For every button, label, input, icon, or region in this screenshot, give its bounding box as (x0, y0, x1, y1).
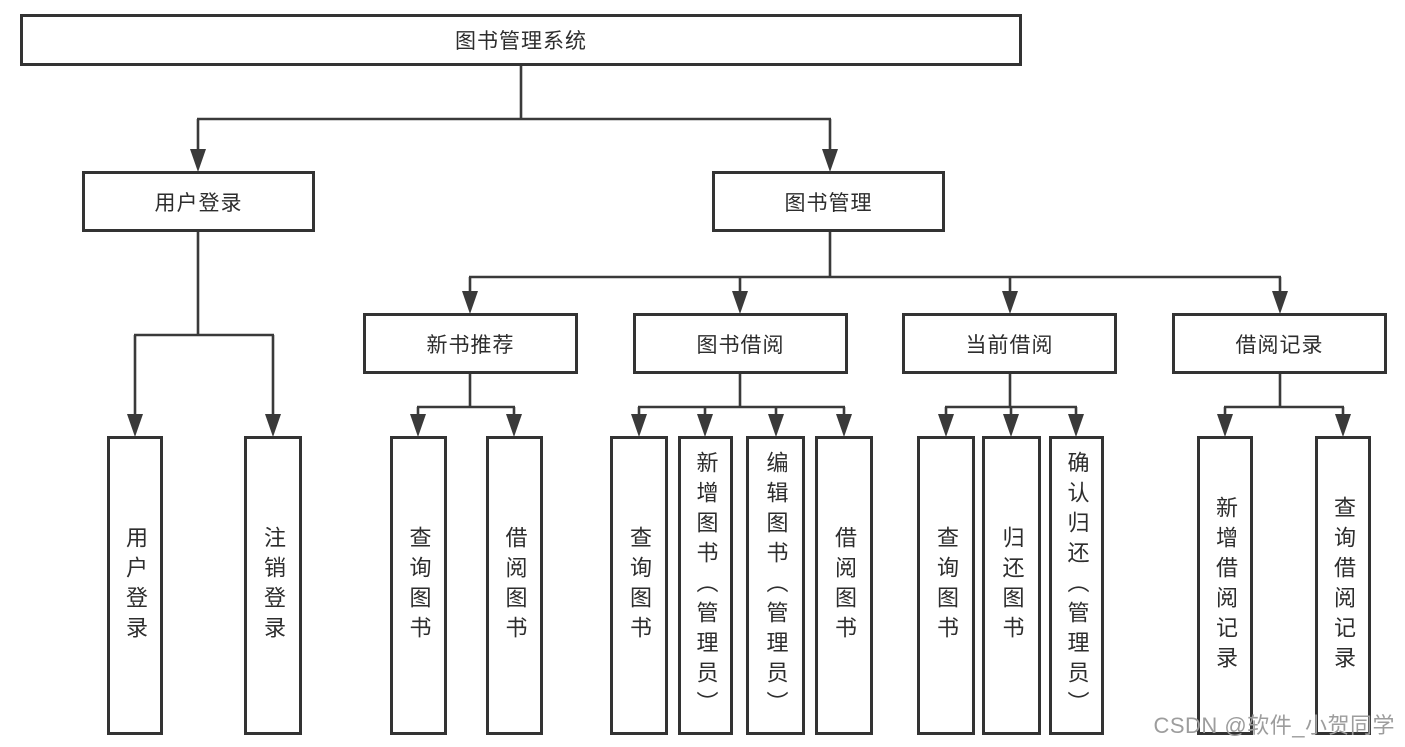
node-book-management: 图书管理 (712, 171, 945, 232)
node-new-book-recommend: 新书推荐 (363, 313, 578, 374)
connector-root-to-level2 (190, 66, 838, 172)
arrowhead-icon (190, 149, 206, 172)
node-label: 新书推荐 (426, 333, 515, 357)
arrowhead-icon (127, 414, 143, 437)
leaf-user-login: 用户登录 (107, 436, 163, 735)
arrowhead-icon (462, 291, 478, 314)
leaf-confirm-return-admin: 确认归还（管理员） (1049, 436, 1104, 735)
leaf-query-books-recommend: 查询图书 (390, 436, 447, 735)
node-label: 图书管理系统 (455, 30, 587, 53)
arrowhead-icon (697, 414, 713, 437)
leaf-edit-books-admin: 编辑图书（管理员） (746, 436, 805, 735)
leaf-borrow-books: 借阅图书 (815, 436, 873, 735)
leaf-return-books: 归还图书 (982, 436, 1041, 735)
connector-book-borrow-branch (631, 374, 852, 437)
arrowhead-icon (1335, 414, 1351, 437)
leaf-add-borrow-record: 新增借阅记录 (1197, 436, 1253, 735)
connector-borrow-record-branch (1217, 374, 1351, 437)
leaf-query-books-current: 查询图书 (917, 436, 975, 735)
node-label: 当前借阅 (965, 333, 1054, 357)
connector-book-mgmt-to-level3 (462, 232, 1288, 314)
node-label: 归还图书 (999, 525, 1025, 646)
arrowhead-icon (822, 149, 838, 172)
leaf-query-borrow-record: 查询借阅记录 (1315, 436, 1371, 735)
node-label: 借阅图书 (832, 525, 857, 646)
node-label: 查询图书 (934, 525, 959, 646)
node-label: 用户登录 (123, 525, 148, 646)
node-label: 注销登录 (261, 525, 286, 646)
node-label: 借阅记录 (1235, 333, 1324, 357)
leaf-logout: 注销登录 (244, 436, 302, 735)
arrowhead-icon (1003, 414, 1019, 437)
watermark: CSDN @软件_小贺同学 (1153, 713, 1395, 738)
arrowhead-icon (768, 414, 784, 437)
node-label: 用户登录 (154, 191, 243, 215)
leaf-borrow-books-recommend: 借阅图书 (486, 436, 543, 735)
node-label: 图书借阅 (696, 333, 785, 357)
arrowhead-icon (1217, 414, 1233, 437)
arrowhead-icon (1002, 291, 1018, 314)
leaf-add-books-admin: 新增图书（管理员） (678, 436, 733, 735)
arrowhead-icon (1068, 414, 1084, 437)
arrowhead-icon (836, 414, 852, 437)
arrowhead-icon (410, 414, 426, 437)
node-label: 编辑图书（管理员） (763, 450, 789, 721)
node-user-login: 用户登录 (82, 171, 315, 232)
node-library-system: 图书管理系统 (20, 14, 1022, 66)
leaf-query-books-borrow: 查询图书 (610, 436, 668, 735)
connector-new-book-branch (410, 374, 522, 437)
node-label: 确认归还（管理员） (1064, 450, 1090, 721)
node-label: 查询图书 (406, 525, 432, 646)
connector-current-borrow-branch (938, 374, 1084, 437)
arrowhead-icon (1272, 291, 1288, 314)
node-current-borrow: 当前借阅 (902, 313, 1117, 374)
node-label: 借阅图书 (502, 525, 528, 646)
node-label: 查询借阅记录 (1331, 495, 1356, 676)
arrowhead-icon (631, 414, 647, 437)
node-label: 新增图书（管理员） (693, 450, 719, 721)
node-borrow-record: 借阅记录 (1172, 313, 1387, 374)
node-label: 新增借阅记录 (1213, 495, 1238, 676)
arrowhead-icon (938, 414, 954, 437)
arrowhead-icon (732, 291, 748, 314)
connector-user-login-branch (127, 232, 281, 437)
arrowhead-icon (506, 414, 522, 437)
node-book-borrow: 图书借阅 (633, 313, 848, 374)
node-label: 查询图书 (627, 525, 652, 646)
node-label: 图书管理 (784, 191, 873, 215)
arrowhead-icon (265, 414, 281, 437)
